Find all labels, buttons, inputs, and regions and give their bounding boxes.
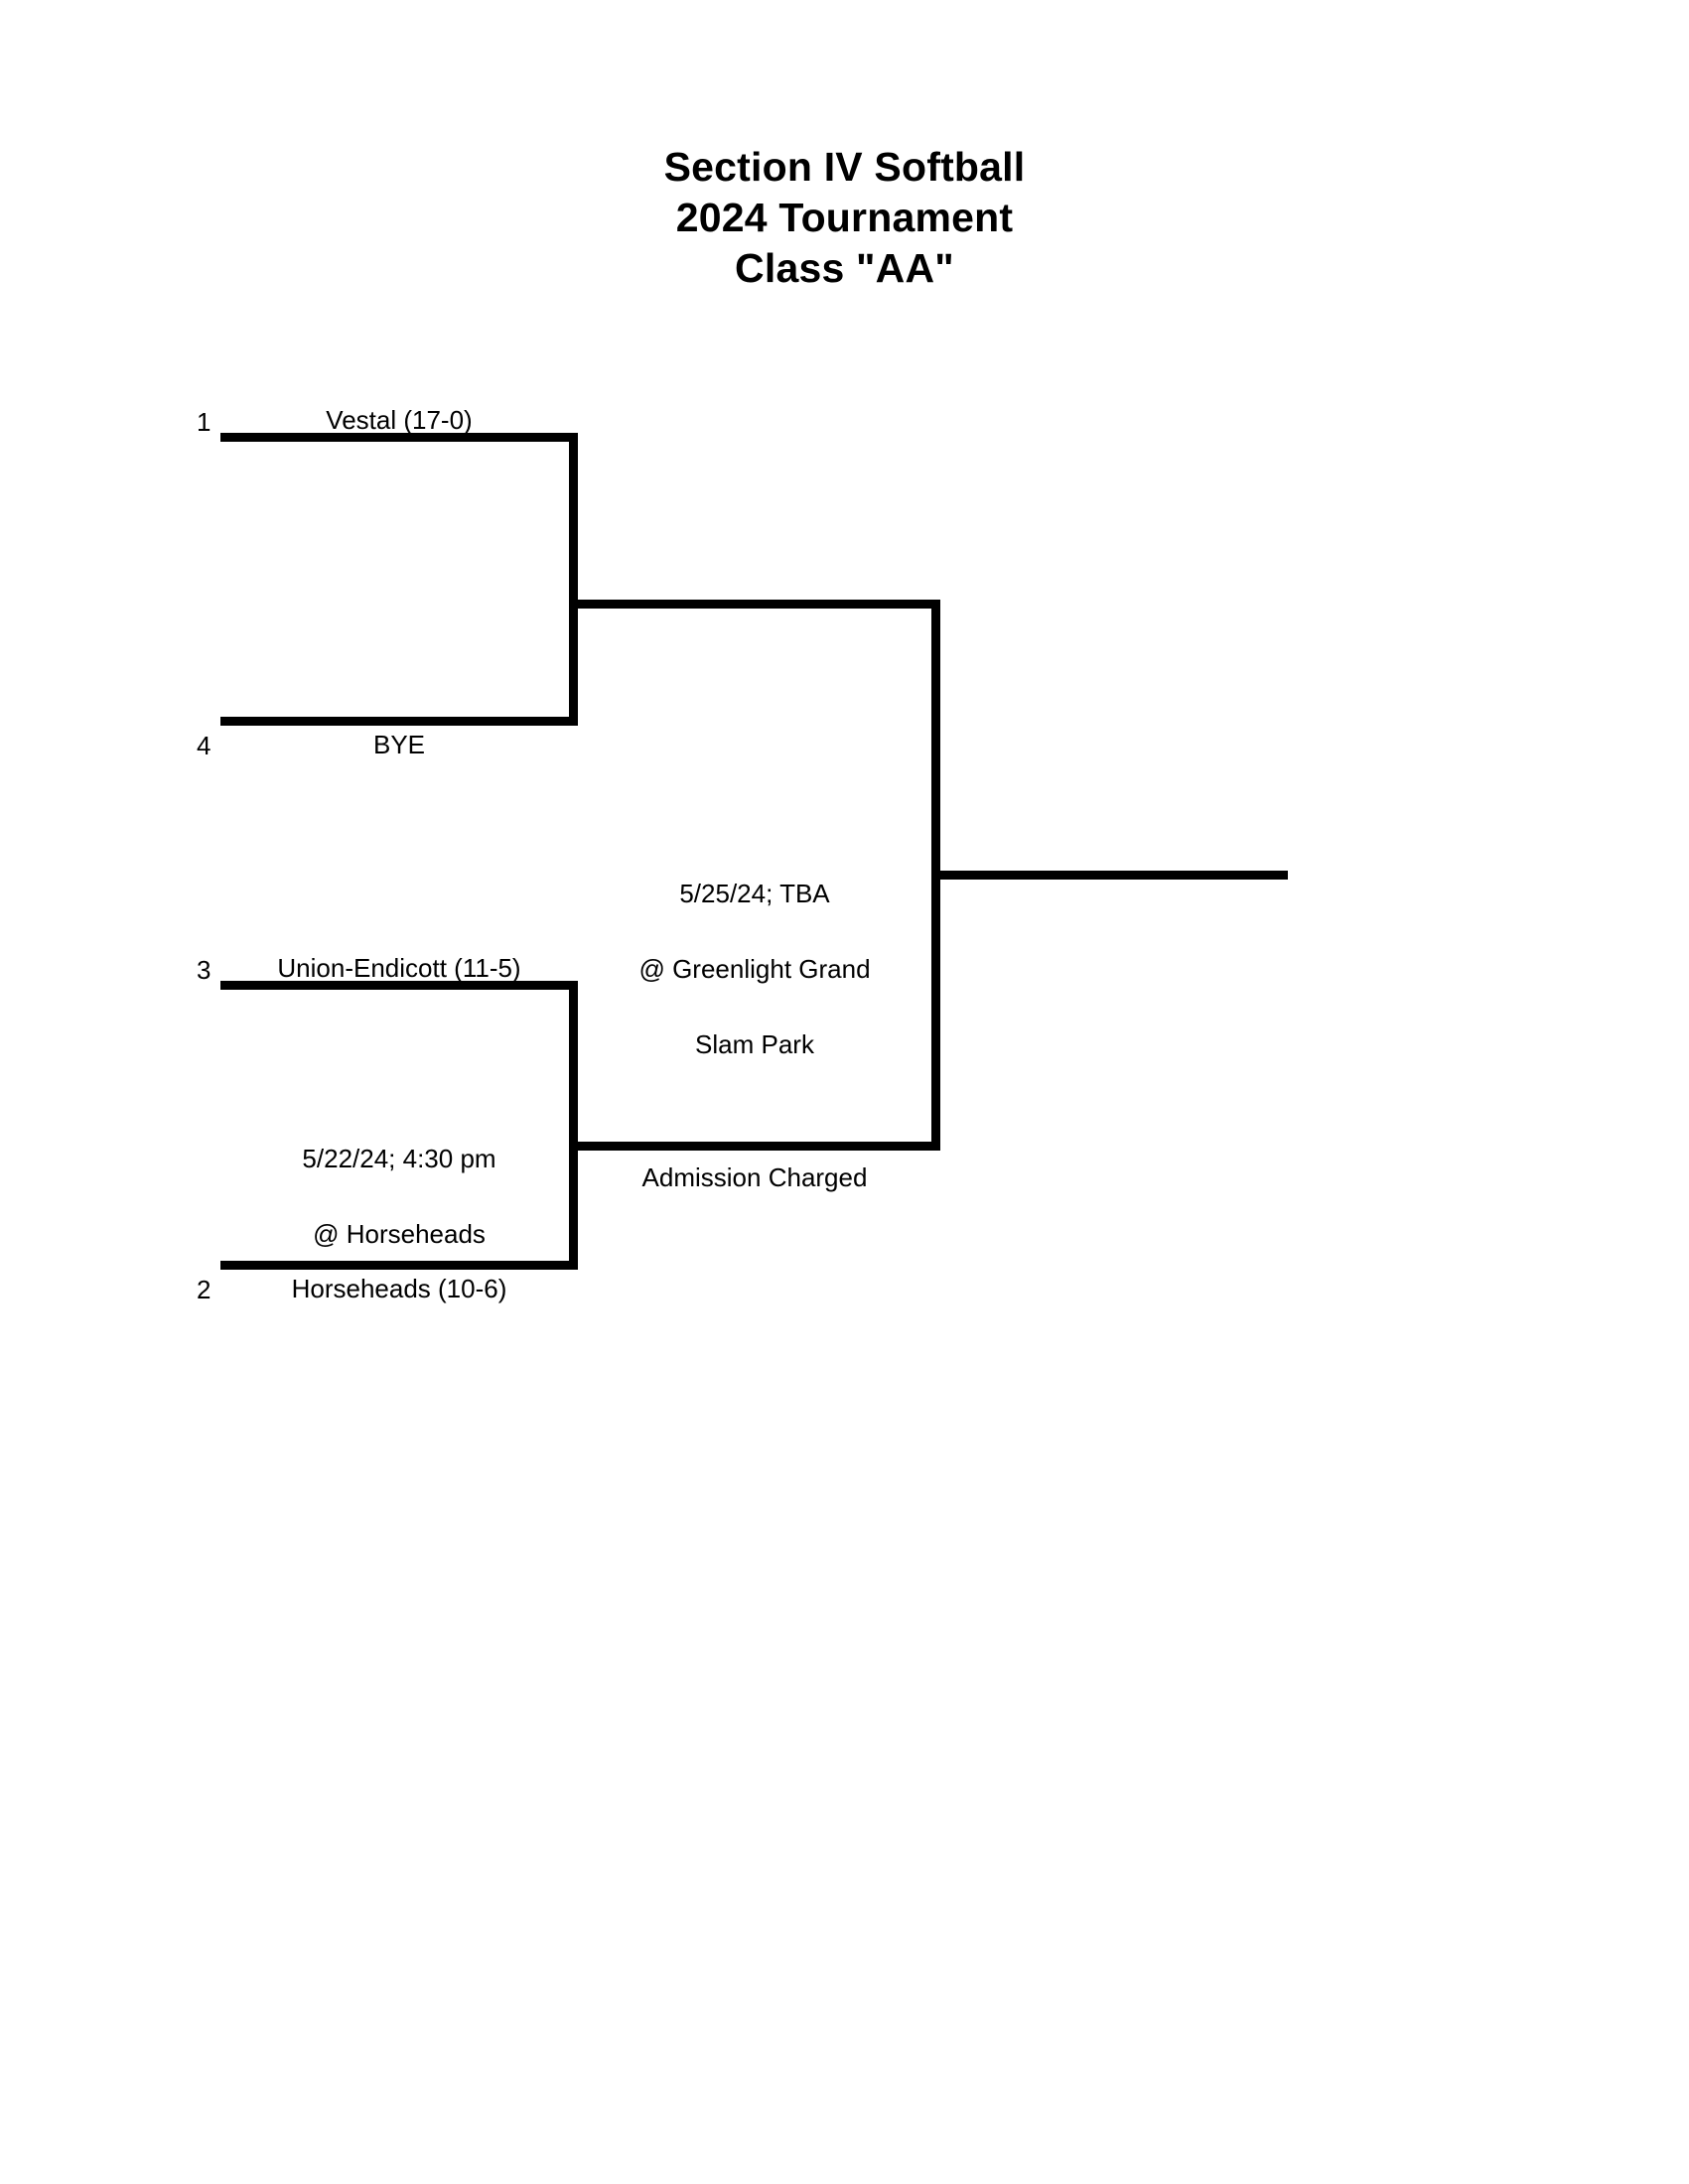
seed-label-4: 4: [197, 731, 211, 760]
info-spacer: [596, 1101, 914, 1121]
page-title: Section IV Softball 2024 Tournament Clas…: [0, 142, 1689, 294]
final-venue-line-1: @ Greenlight Grand: [638, 954, 871, 984]
championship-game-info: 5/25/24; TBA @ Greenlight Grand Slam Par…: [596, 837, 914, 1234]
matchup-upper-winner-line: [569, 600, 940, 609]
team-label-horseheads: Horseheads (10-6): [291, 1274, 507, 1303]
seed-label-1: 1: [197, 407, 211, 437]
title-line-1: Section IV Softball: [663, 144, 1026, 190]
matchup-upper-connector: [569, 433, 578, 726]
matchup-lower-game-info: 5/22/24; 4:30 pm @ Horseheads: [220, 1102, 578, 1291]
team-label-union-endicott: Union-Endicott (11-5): [277, 953, 521, 983]
matchup-upper-bottom-line: [220, 717, 578, 726]
seed-label-3: 3: [197, 955, 211, 985]
title-line-3: Class "AA": [735, 245, 954, 291]
matchup-lower-connector: [569, 981, 578, 1270]
final-date-text: 5/25/24; TBA: [679, 879, 830, 908]
semi-venue-text: @ Horseheads: [313, 1219, 486, 1249]
title-line-2: 2024 Tournament: [675, 195, 1014, 240]
semi-date-text: 5/22/24; 4:30 pm: [302, 1144, 496, 1173]
seed-label-2: 2: [197, 1275, 211, 1304]
matchup-lower-top-line: [220, 981, 578, 990]
matchup-lower-bottom-line: [220, 1261, 578, 1270]
final-admission-text: Admission Charged: [641, 1162, 868, 1192]
team-label-bye: BYE: [372, 730, 426, 759]
matchup-upper-top-line: [220, 433, 578, 442]
championship-winner-line: [931, 871, 1288, 880]
final-venue-line-2: Slam Park: [695, 1029, 814, 1059]
matchup-lower-winner-line: [569, 1142, 940, 1151]
team-label-vestal: Vestal (17-0): [326, 405, 473, 435]
